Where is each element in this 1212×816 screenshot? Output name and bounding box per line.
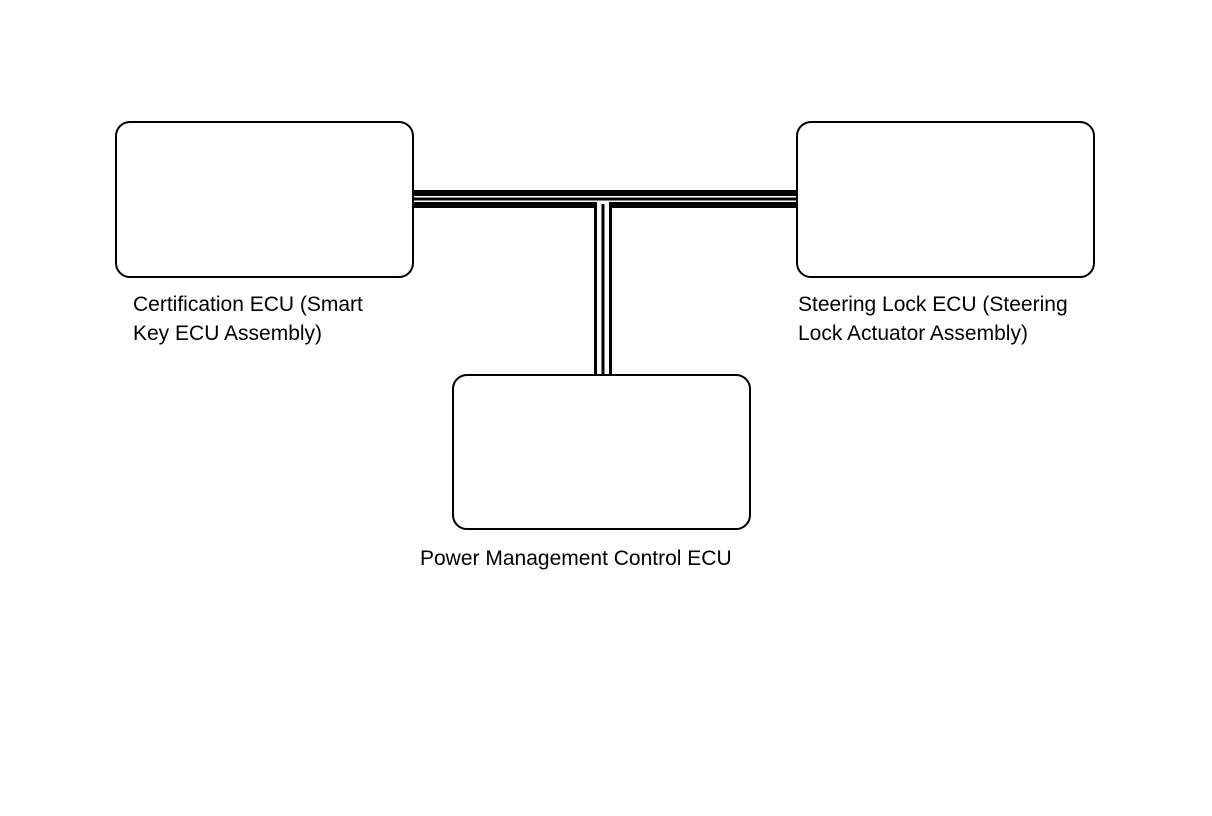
bus-lines	[413, 190, 797, 375]
steering-lock-ecu-box	[796, 121, 1095, 278]
certification-ecu-label-line2: Key ECU Assembly)	[133, 322, 323, 345]
certification-ecu-label: Certification ECU (Smart Key ECU Assembl…	[133, 290, 363, 348]
bus-junction-gap	[601, 201, 605, 204]
certification-ecu-label-line1: Certification ECU (Smart	[133, 293, 363, 316]
steering-lock-ecu-label: Steering Lock ECU (Steering Lock Actuato…	[798, 290, 1068, 348]
power-management-ecu-box	[452, 374, 751, 530]
bus-horizontal-gap-right	[603, 196, 797, 375]
bus-horizontal-gap-left	[413, 196, 603, 375]
certification-ecu-box	[115, 121, 414, 278]
steering-lock-ecu-label-line1: Steering Lock ECU (Steering	[798, 293, 1068, 316]
steering-lock-ecu-label-line2: Lock Actuator Assembly)	[798, 322, 1028, 345]
power-management-ecu-label-line1: Power Management Control ECU	[420, 547, 732, 570]
power-management-ecu-label: Power Management Control ECU	[420, 544, 732, 573]
